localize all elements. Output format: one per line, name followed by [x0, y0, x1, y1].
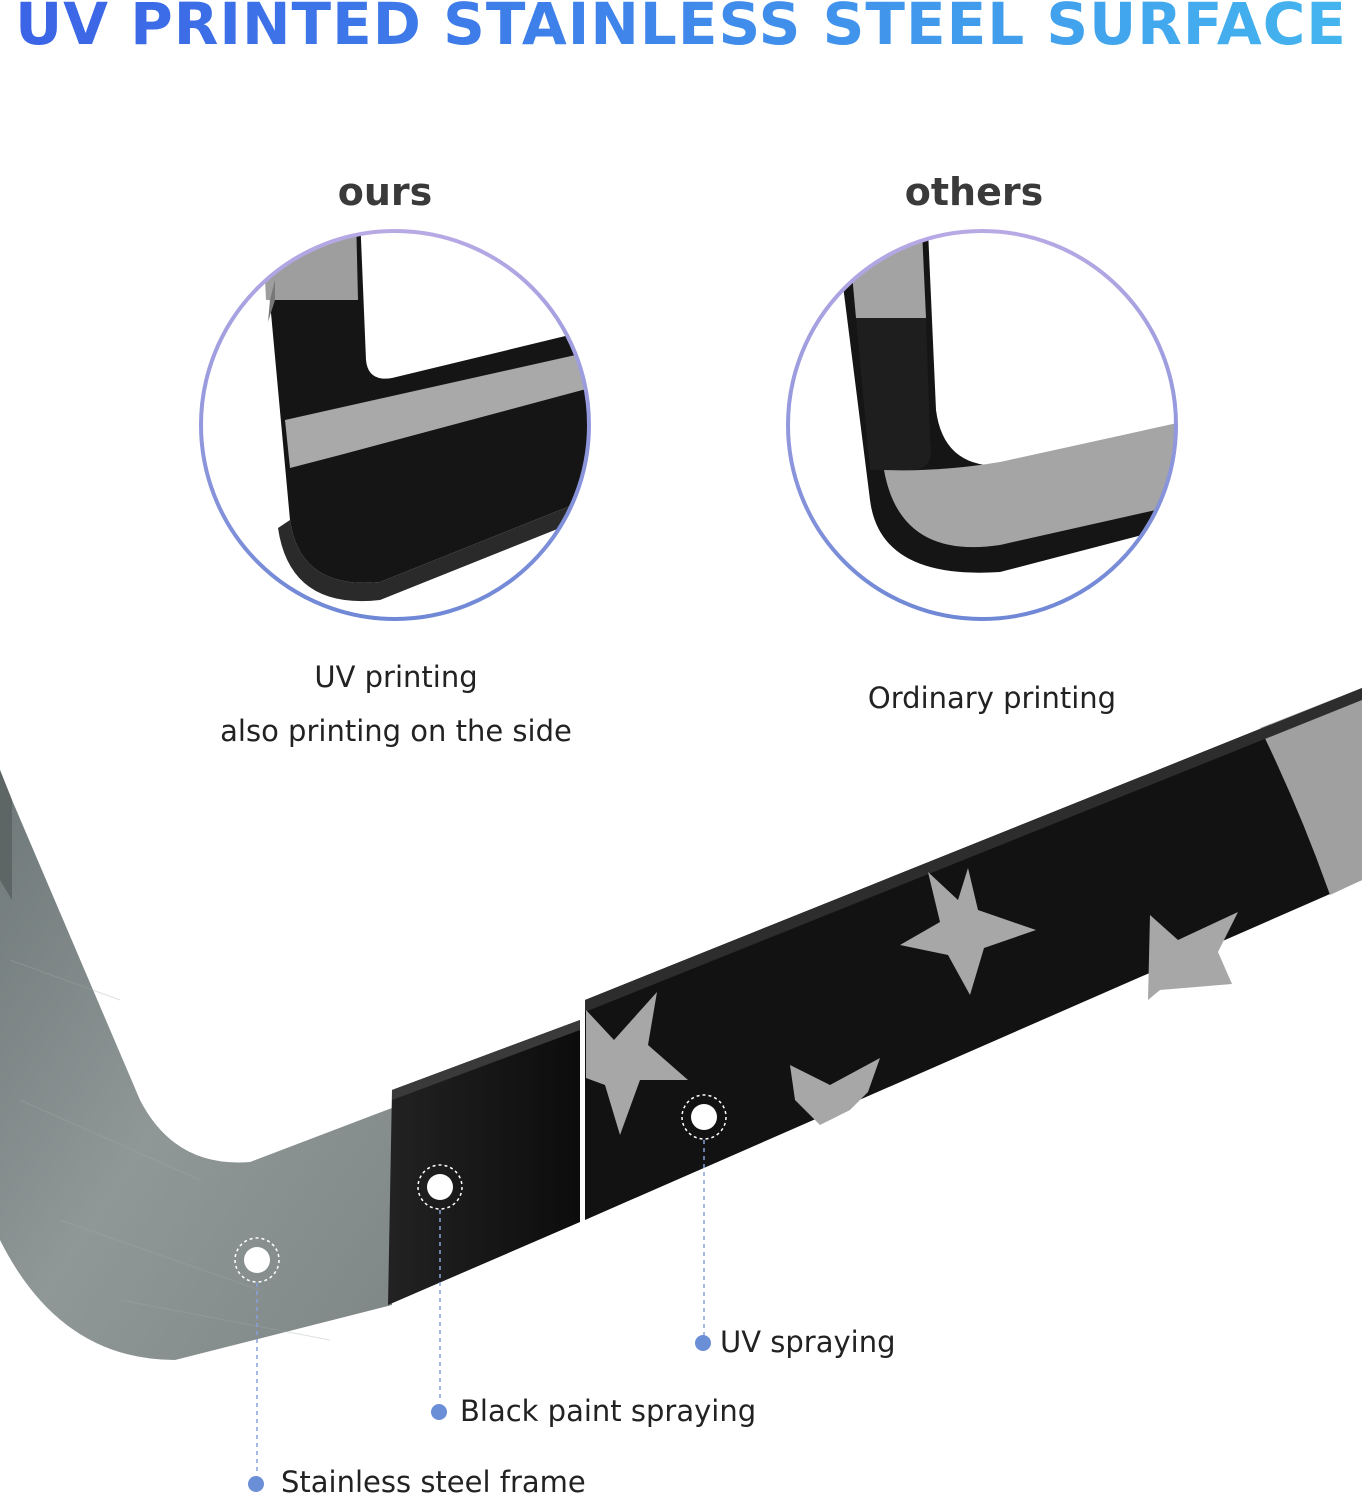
marker-dot-icon	[248, 1476, 264, 1492]
callout-ring-icon	[417, 1164, 463, 1210]
stainless-steel-segment	[0, 770, 392, 1360]
uv-spraying-label: UV spraying	[720, 1325, 896, 1359]
others-detail-image	[786, 229, 1178, 621]
star-icon	[790, 1058, 880, 1125]
star-pattern	[586, 868, 1238, 1135]
callout-uv-spraying-marker	[681, 1094, 727, 1335]
others-title: others	[904, 170, 1044, 214]
ours-title: ours	[337, 170, 433, 214]
black-paint-label: Black paint spraying	[460, 1394, 757, 1428]
star-icon	[900, 868, 1036, 995]
page-title: UV PRINTED STAINLESS STEEL SURFACE	[0, 0, 1362, 58]
callout-ring-icon	[681, 1094, 727, 1140]
ours-caption-line2: also printing on the side	[220, 714, 572, 748]
ours-caption-line1: UV printing	[314, 660, 478, 694]
callout-stainless-frame-marker	[234, 1237, 280, 1475]
black-paint-segment	[388, 1020, 580, 1305]
callout-ring-icon	[234, 1237, 280, 1283]
stainless-frame-label: Stainless steel frame	[281, 1465, 586, 1499]
star-icon	[586, 992, 688, 1135]
star-icon	[1148, 912, 1238, 1000]
comparison-illustrations	[199, 229, 1178, 621]
marker-dot-icon	[431, 1404, 447, 1420]
others-caption: Ordinary printing	[867, 681, 1117, 715]
callout-black-paint-marker	[417, 1164, 463, 1402]
marker-dot-icon	[695, 1335, 711, 1351]
